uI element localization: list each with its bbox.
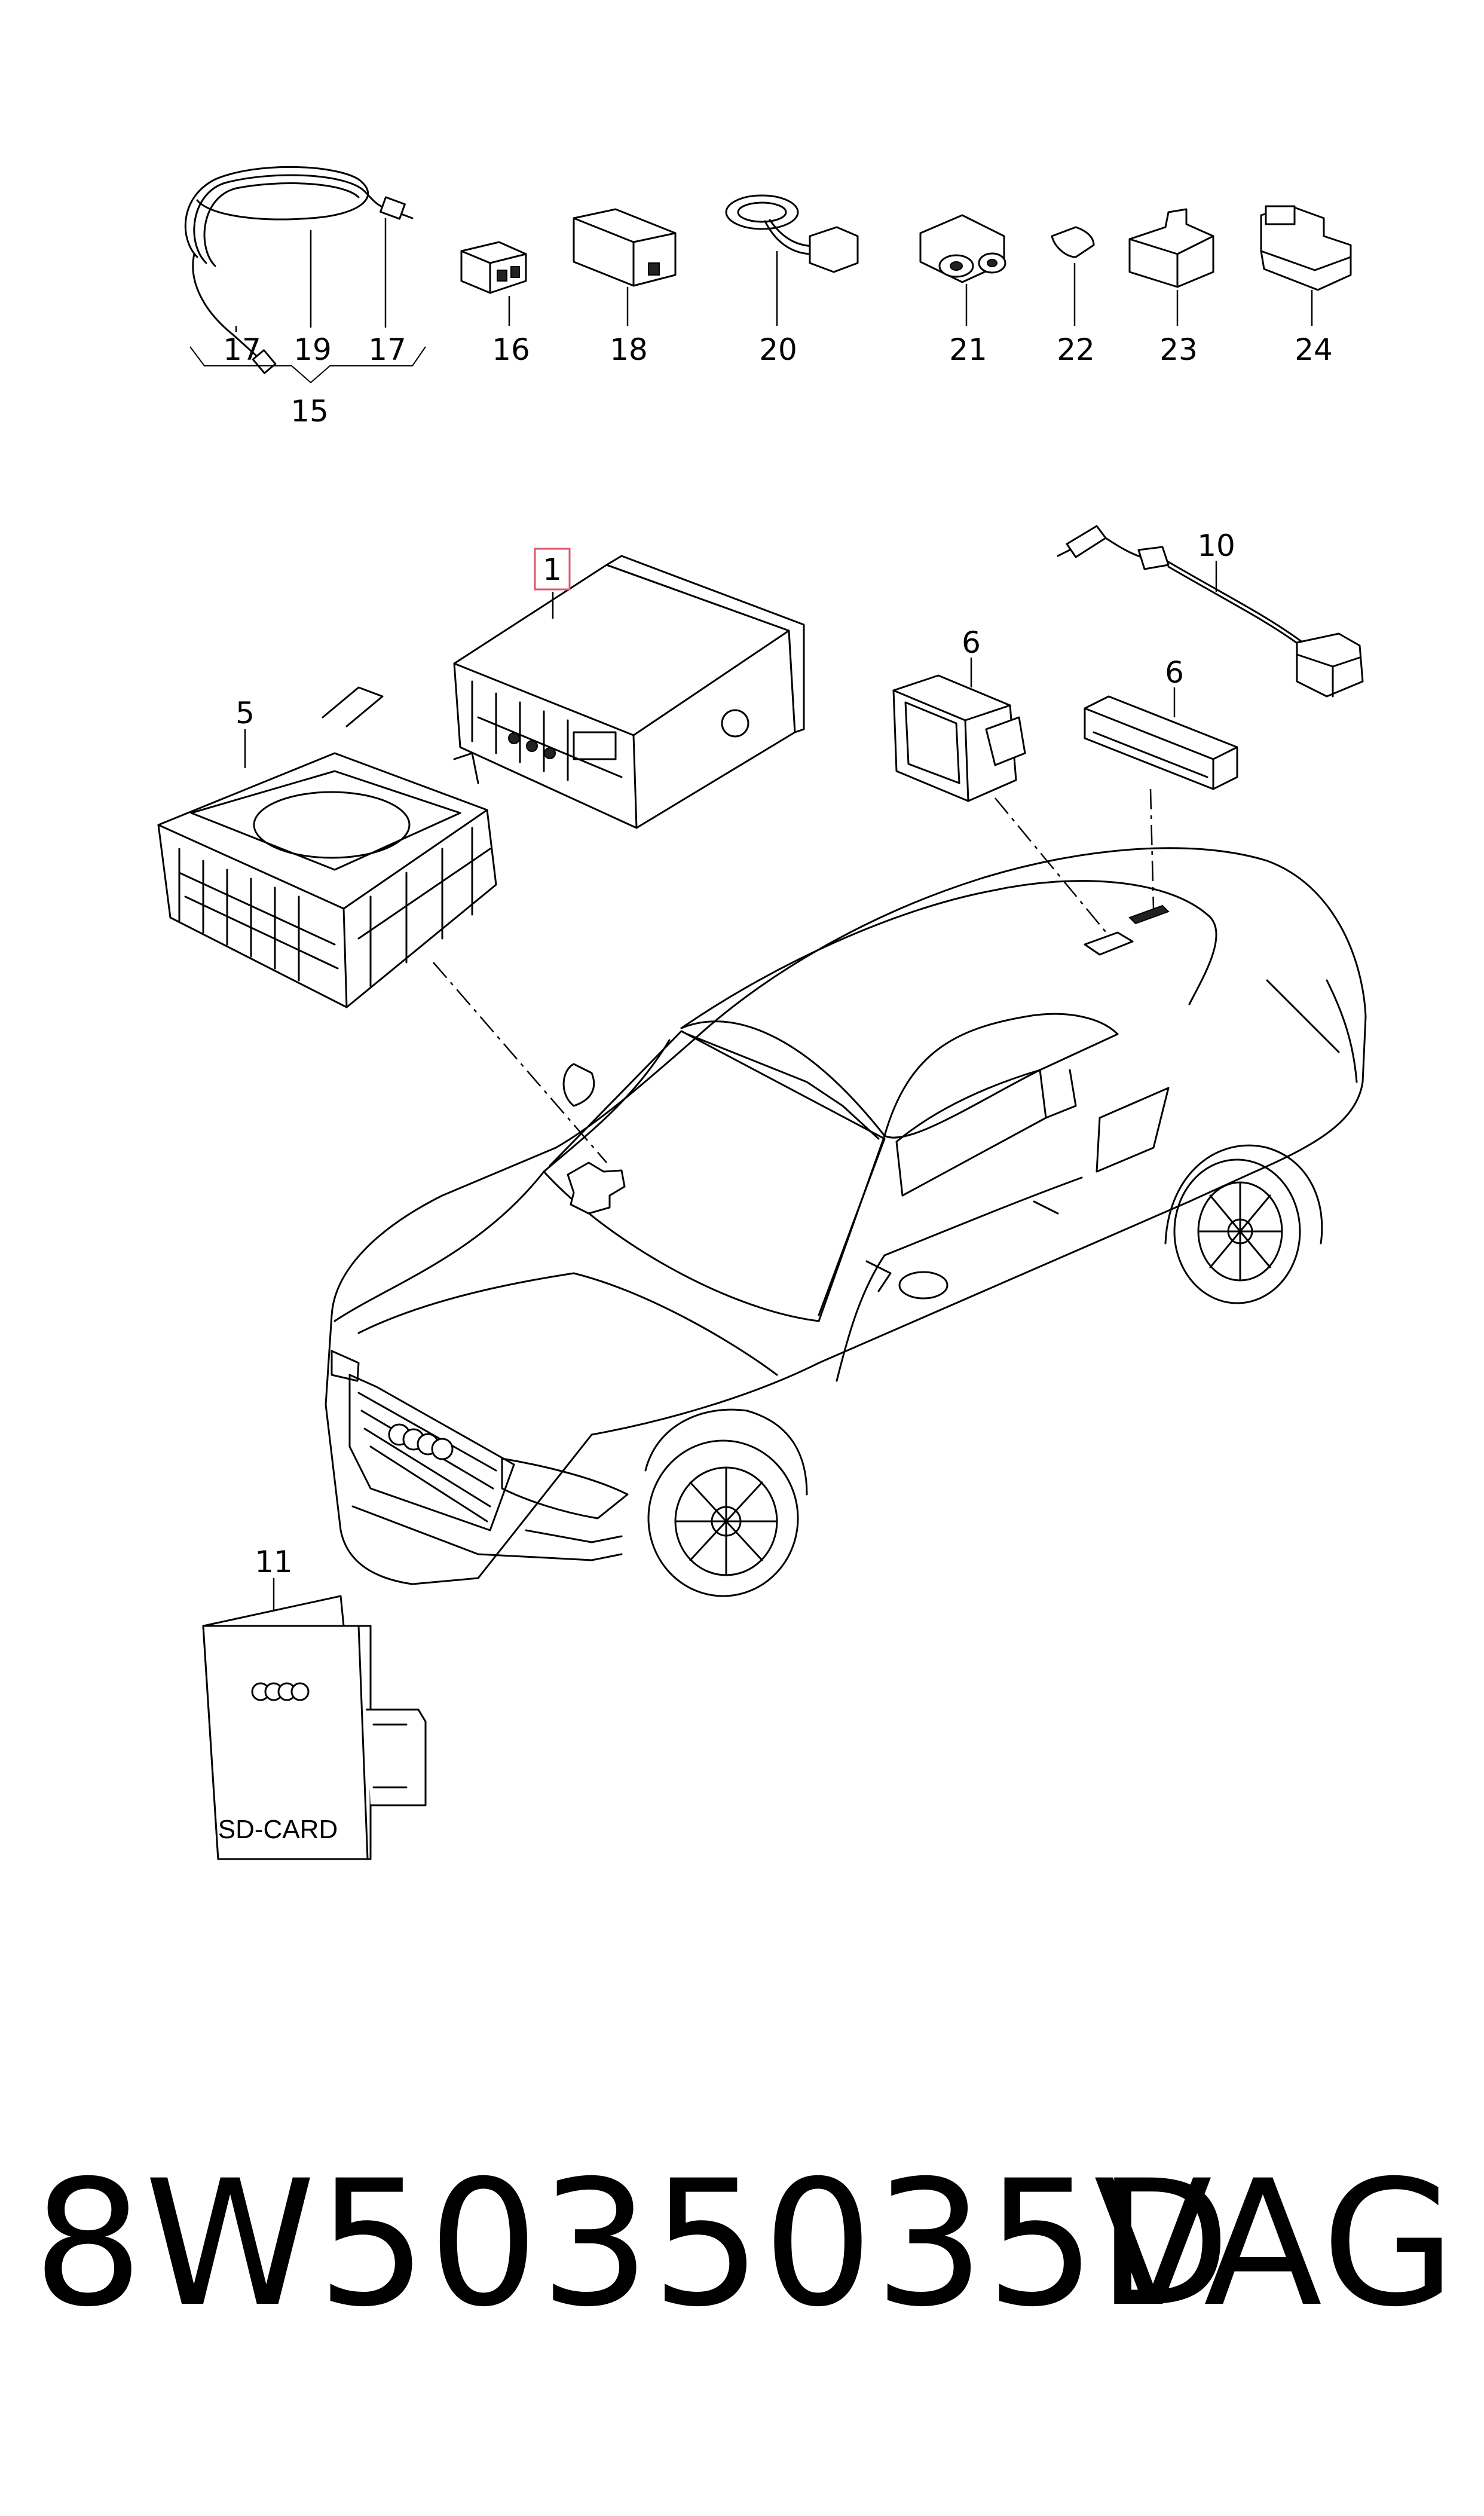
dashboard-install-marker [567,1161,626,1215]
callout-16: 16 [492,332,530,367]
callout-1: 1 [543,552,562,587]
mounting-frame-part-5 [157,686,497,1008]
module-part-6-right [1084,695,1238,790]
cover-part-23 [1128,208,1214,288]
front-badge-rings [388,1423,454,1460]
callout-18: 18 [610,332,648,367]
callout-17-left: 17 [223,332,261,367]
brand-rings-on-pack [251,1682,310,1701]
part-number: 8W5035035D [33,2144,1232,2345]
holder-part-21 [919,214,1006,283]
roof-install-marker-1 [1084,931,1134,956]
leader-frame-to-dash [433,962,607,1163]
callout-1-highlight-box [534,548,571,591]
callout-15: 15 [290,394,329,429]
coiled-cable-part-19 [184,166,414,374]
callout-10: 10 [1197,528,1235,563]
callout-17-right: 17 [368,332,406,367]
group-bracket-15 [189,346,426,383]
roof-install-marker-2 [1128,904,1170,925]
connector-part-16 [460,241,527,294]
callout-19: 19 [293,332,332,367]
sd-card-label: SD-CARD [218,1815,338,1844]
cable-part-10 [1057,525,1364,698]
cap-part-22 [1051,226,1095,258]
brand-name: VAG [1094,2144,1458,2345]
callout-6-right: 6 [1165,655,1184,690]
callout-23: 23 [1159,332,1198,367]
connector-housing-part-18 [573,208,677,287]
sd-card-package-part-11: SD-CARD [202,1595,427,1860]
callout-5: 5 [235,696,255,730]
callout-21: 21 [949,332,987,367]
relay-part-24 [1260,205,1352,291]
grommet-connector-part-20 [725,194,859,273]
holder-part-6-left [892,674,1026,802]
radio-unit-part-1 [453,555,805,829]
callout-24: 24 [1295,332,1333,367]
callout-6-left: 6 [962,625,981,660]
car-illustration [325,847,1367,1597]
callout-22: 22 [1057,332,1095,367]
callout-20: 20 [759,332,797,367]
leader-holder-to-roof [995,797,1109,936]
callout-11: 11 [255,1545,293,1579]
